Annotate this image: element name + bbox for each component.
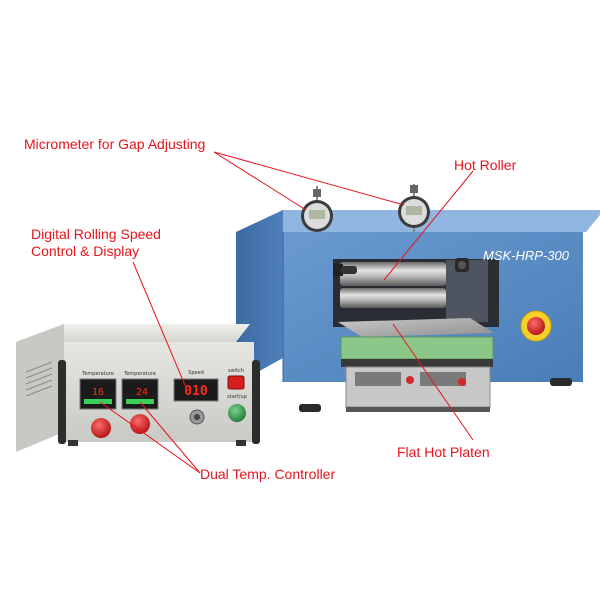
controller-top <box>16 324 250 342</box>
temp2-knob[interactable] <box>130 414 150 434</box>
temp2-display: 24 <box>136 387 148 398</box>
callout-dual-temp: Dual Temp. Controller <box>200 466 336 482</box>
temp-controller-1: Temperature 16 <box>79 371 117 410</box>
platen-green-insulation <box>340 336 494 360</box>
start-label: start/up <box>227 394 247 400</box>
callout-leader-lines <box>99 151 474 474</box>
power-switch[interactable]: switch <box>227 368 245 390</box>
control-box: Temperature 16 Temperature 24 Speed 010 … <box>16 324 260 452</box>
micrometer-right[interactable] <box>398 184 430 232</box>
leader-dual-temp-1 <box>139 401 201 474</box>
speed-display: 010 <box>184 384 208 399</box>
temp-controller-2: Temperature 24 <box>121 371 159 410</box>
start-button[interactable]: start/up <box>227 394 247 422</box>
controller-side <box>16 324 64 452</box>
machine-feet <box>299 378 572 412</box>
leader-speed-control <box>132 261 188 391</box>
speed-label: Speed <box>188 370 204 376</box>
left-handle <box>333 264 357 276</box>
hot-roller-bottom <box>340 288 446 308</box>
left-carry-handle <box>58 360 66 444</box>
hot-roller-top <box>340 262 446 286</box>
flat-hot-platen <box>338 318 494 412</box>
right-carry-handle <box>252 360 260 444</box>
temp2-label: Temperature <box>123 371 156 377</box>
callout-speed-control: Digital Rolling Speed Control & Display <box>31 226 161 259</box>
speed-knob[interactable] <box>189 409 205 425</box>
leader-micrometer-right <box>213 151 405 206</box>
leader-dual-temp-2 <box>99 401 201 474</box>
leader-micrometer-left <box>213 151 307 211</box>
temp1-knob[interactable] <box>91 418 111 438</box>
callout-micrometer: Micrometer for Gap Adjusting <box>24 136 206 152</box>
callout-flat-platen: Flat Hot Platen <box>397 444 490 460</box>
model-label: MSK-HRP-300 <box>483 248 570 263</box>
callout-hot-roller: Hot Roller <box>454 157 517 173</box>
machine-side-face <box>236 210 283 384</box>
leader-flat-platen <box>392 323 474 441</box>
vent-slots <box>25 361 53 397</box>
platen-top <box>338 318 494 337</box>
leader-hot-roller <box>383 170 474 281</box>
temp1-label: Temperature <box>81 371 114 377</box>
right-handle <box>455 258 469 272</box>
switch-label: switch <box>228 368 244 374</box>
temp1-display: 16 <box>92 387 104 398</box>
micrometer-left[interactable] <box>301 186 333 232</box>
emergency-stop-button[interactable] <box>520 310 552 342</box>
